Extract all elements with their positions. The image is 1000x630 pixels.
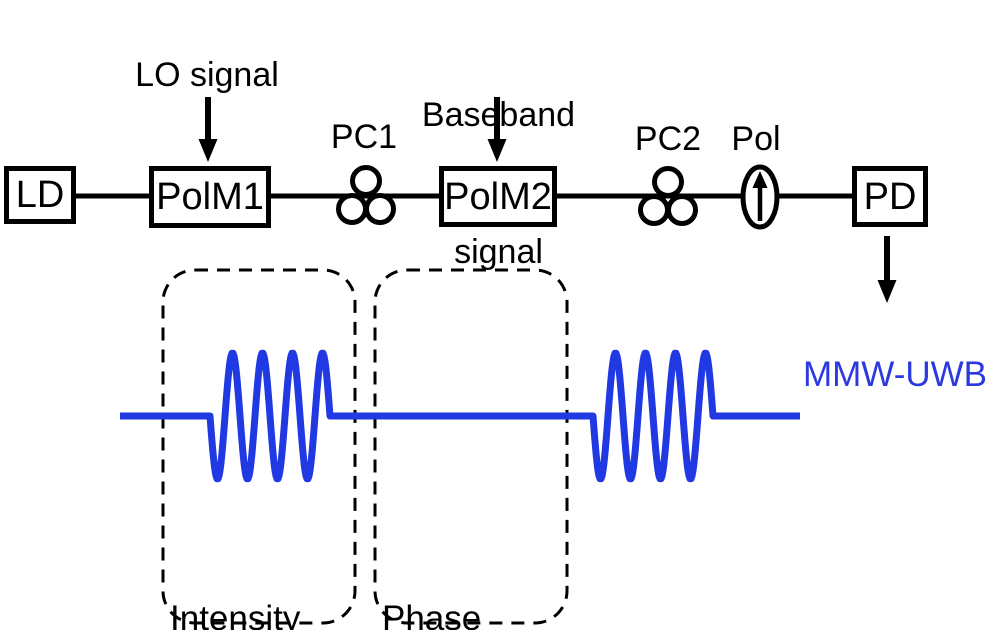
photodetector-box: PD (852, 166, 928, 227)
laser-diode-label: LD (15, 174, 65, 216)
phase-modulation-box (373, 268, 569, 625)
polm2-box: PolM2 (439, 166, 557, 227)
pc1-label: PC1 (330, 118, 398, 156)
intensity-modulation-box (161, 268, 357, 625)
lo-signal-label: LO signal (135, 56, 279, 94)
polm1-box: PolM1 (149, 166, 271, 228)
photodetector-label: PD (863, 175, 917, 218)
pc2-icon (638, 166, 698, 226)
polm1-label: PolM1 (156, 176, 264, 218)
pd-output-arrow-icon (877, 236, 897, 303)
baseband-signal-label: Baseband signal (400, 2, 597, 366)
pc1-icon (336, 165, 396, 225)
polarizer-icon (740, 164, 780, 230)
polarizer-label: Pol (731, 120, 781, 158)
baseband-signal-line1: Baseband (421, 96, 576, 135)
phase-modulation-label: Phase modulation (382, 500, 553, 630)
polm2-label: PolM2 (444, 175, 552, 218)
intensity-modulation-line1: Intensity (170, 598, 301, 630)
lo-arrow-icon (198, 97, 218, 162)
waveform-path (120, 349, 800, 483)
baseband-arrow-icon (487, 97, 507, 162)
pc2-label: PC2 (634, 120, 702, 158)
laser-diode-box: LD (4, 166, 76, 224)
mmw-uwb-output-label: MMW-UWB (803, 355, 988, 394)
intensity-modulation-label: Intensity modulation (170, 500, 341, 630)
phase-modulation-line1: Phase (382, 598, 482, 630)
baseband-signal-line2: signal (454, 232, 543, 271)
